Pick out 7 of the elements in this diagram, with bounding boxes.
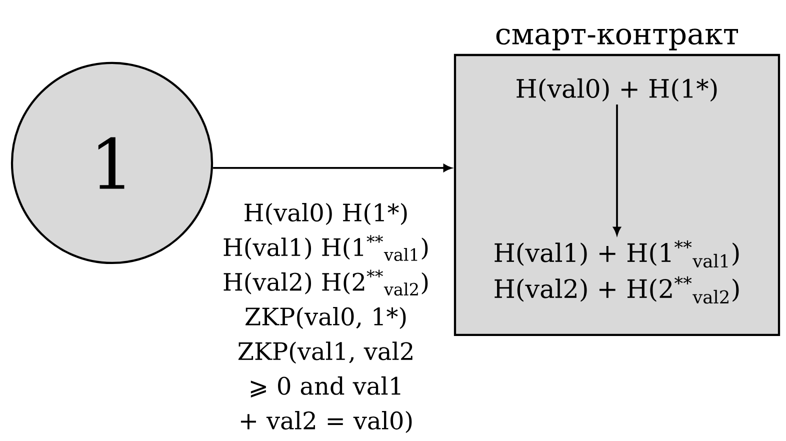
edge-label: H(val0) H(1*) H(val1) H(1$^{**}$$_{val1}$) H(val2) H(2$^{**}$$_{val2}$) ZKP(val0, 1*) ZKP(val1, val2 ⩾ 0 and val1 + val2 = val0)	[224, 203, 428, 433]
circle-node: 1	[10, 62, 214, 264]
box-heading: смарт-контракт	[496, 28, 738, 50]
arrow	[613, 104, 621, 235]
formula-text: H(val0) + H(1*)	[516, 78, 717, 102]
formula-text: H(val1) + H(1$^{**}$$_{val1}$) H(val2) + H(2$^{**}$$_{val2}$)	[494, 240, 739, 304]
arrow	[213, 164, 452, 172]
